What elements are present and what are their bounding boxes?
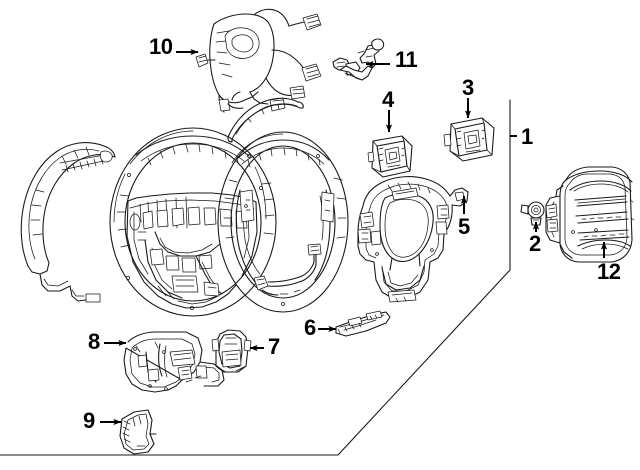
callout-number-12: 12 bbox=[597, 259, 621, 284]
callout-number-6: 6 bbox=[304, 315, 316, 340]
assembly-boundary-polygon bbox=[0, 99, 511, 456]
part-3-right-switch-module bbox=[443, 117, 495, 162]
steering-wheel-front-rim bbox=[109, 127, 277, 317]
callout-number-10: 10 bbox=[149, 34, 173, 59]
steering-wheel-back-rim bbox=[217, 131, 349, 313]
part-11-mounting-bracket bbox=[332, 38, 385, 81]
callout-number-7: 7 bbox=[268, 334, 280, 359]
callout-number-11: 11 bbox=[395, 47, 418, 72]
callout-number-9: 9 bbox=[83, 408, 95, 433]
callout-number-2: 2 bbox=[529, 231, 541, 256]
callout-number-4: 4 bbox=[382, 87, 394, 112]
callout-number-3: 3 bbox=[462, 75, 474, 100]
part-8-column-cover bbox=[123, 331, 225, 393]
upper-rim-trim-insert bbox=[227, 97, 304, 143]
part-6-paddle-switch bbox=[335, 310, 391, 337]
part-7-cruise-switch bbox=[211, 329, 252, 373]
part-2-retaining-bolt bbox=[520, 201, 545, 226]
part-12-airbag-module bbox=[545, 166, 635, 263]
callout-number-5: 5 bbox=[458, 214, 470, 239]
part-9-trim-bezel bbox=[119, 409, 157, 455]
part-4-left-switch-module bbox=[367, 135, 413, 178]
rim-trim-left-segment bbox=[20, 142, 116, 303]
callout-number-1: 1 bbox=[521, 124, 533, 149]
wheel-armature-internals bbox=[126, 192, 258, 309]
callout-leaders bbox=[100, 48, 608, 426]
part-5-wheel-frame-armature bbox=[357, 176, 469, 303]
callout-number-8: 8 bbox=[88, 329, 100, 354]
part-10-clockspring-harness bbox=[195, 8, 322, 113]
